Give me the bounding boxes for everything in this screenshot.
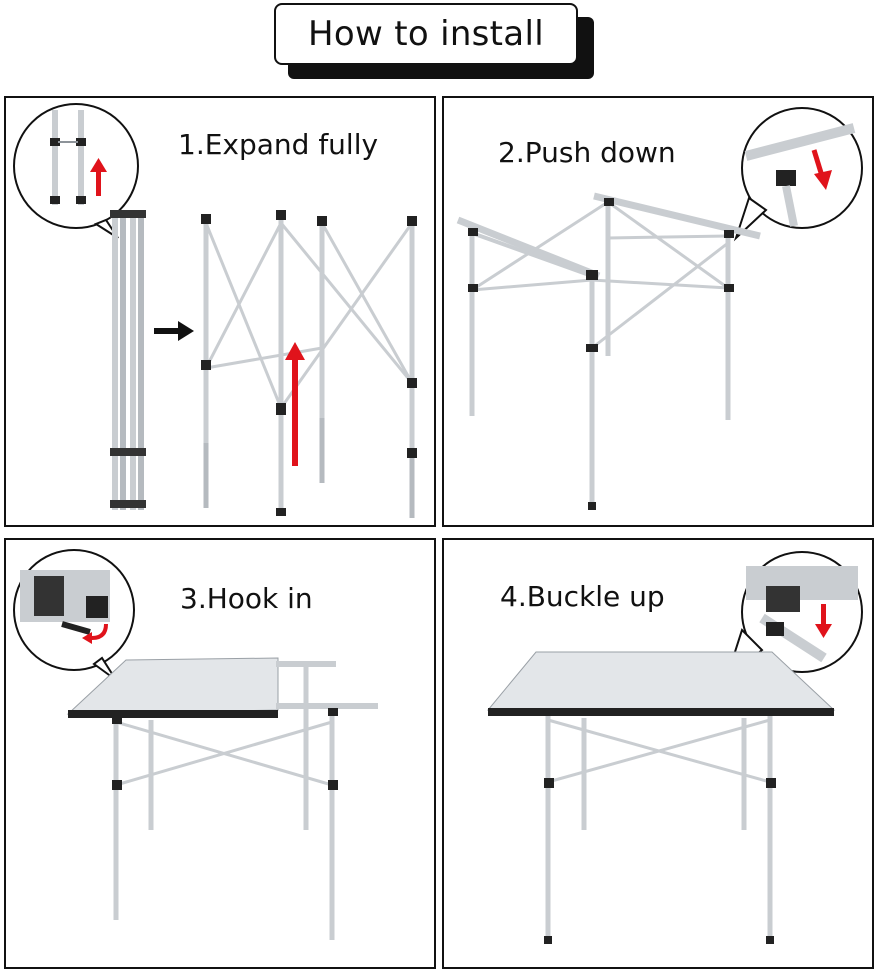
up-arrow-icon	[90, 158, 107, 196]
frame-joints	[112, 708, 338, 790]
down-arrow-icon	[815, 604, 832, 638]
detail-inset-circle	[13, 103, 139, 239]
detail-inset-circle	[733, 107, 863, 242]
step-label-2: 2.Push down	[498, 136, 676, 169]
step-panel-push: 2.Push down	[442, 96, 874, 527]
expand-illustration	[13, 103, 417, 518]
table-frame	[545, 716, 773, 940]
page-title: How to install	[274, 3, 578, 65]
step-panel-expand: 1.Expand fully	[4, 96, 436, 527]
down-arrow-icon	[811, 149, 832, 190]
frame-joints	[468, 198, 734, 510]
right-arrow-icon	[154, 321, 194, 341]
up-arrow-icon	[285, 342, 305, 466]
table-frame	[113, 661, 378, 940]
hook-illustration	[13, 549, 378, 940]
table-top	[486, 651, 836, 716]
table-frame	[456, 192, 761, 508]
buckle-illustration	[486, 551, 863, 944]
step-panel-buckle: 4.Buckle up	[442, 538, 874, 969]
step-label-3: 3.Hook in	[180, 582, 313, 615]
folded-poles	[110, 210, 146, 510]
push-illustration	[456, 107, 863, 510]
detail-inset-circle	[13, 549, 135, 681]
step-label-4: 4.Buckle up	[500, 580, 665, 613]
step-panel-hook: 3.Hook in	[4, 538, 436, 969]
frame-joints	[544, 778, 776, 944]
curved-arrow-icon	[82, 623, 108, 644]
expanded-frame	[203, 216, 415, 518]
step-label-1: 1.Expand fully	[178, 128, 379, 161]
frame-joints	[201, 210, 417, 516]
table-top	[66, 657, 279, 718]
